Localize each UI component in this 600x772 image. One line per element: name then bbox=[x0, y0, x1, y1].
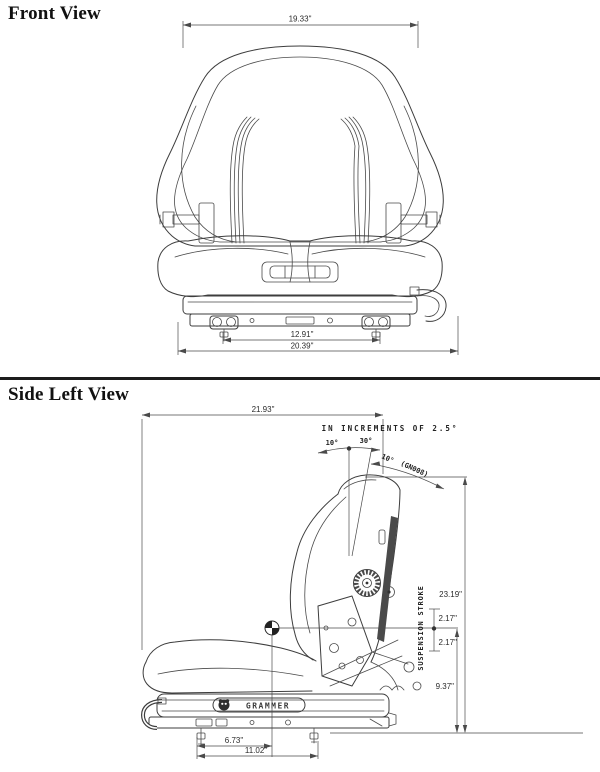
side-view-drawing: GRAMMER bbox=[143, 475, 421, 745]
angle-recline-forward: 30° bbox=[360, 437, 373, 445]
side-view-title: Side Left View bbox=[8, 384, 130, 405]
grammer-bear-icon bbox=[218, 699, 230, 711]
front-view-drawing bbox=[157, 46, 446, 341]
dim-stroke-up: 2.17" bbox=[439, 614, 458, 623]
backrest-top bbox=[338, 475, 400, 494]
left-armrest-mount bbox=[160, 203, 214, 243]
dim-stroke-down: 2.17" bbox=[439, 638, 458, 647]
dim-front-foot-offset: 6.73" bbox=[225, 736, 244, 745]
dim-backrest-width: 19.33" bbox=[289, 15, 312, 24]
cushion-seam-right bbox=[312, 248, 425, 257]
suspension-stroke-label: SUSPENSION STROKE bbox=[417, 585, 425, 670]
angle-tilt: 10° bbox=[380, 453, 395, 465]
dim-overall-depth: 21.93" bbox=[252, 405, 275, 414]
suspension-base-side: GRAMMER bbox=[149, 694, 396, 728]
backrest-outline bbox=[157, 46, 444, 246]
backrest-support-tubes bbox=[230, 117, 370, 243]
height-adjuster-rail bbox=[377, 516, 398, 642]
side-adjust-handle bbox=[410, 287, 446, 321]
grammer-brand-label: GRAMMER bbox=[246, 702, 290, 711]
cushion-seam-left bbox=[175, 248, 288, 257]
rear-mount-stud bbox=[310, 728, 318, 743]
front-mount-stud bbox=[197, 728, 205, 745]
front-view-title: Front View bbox=[8, 3, 101, 24]
angle-recline-back: 10° bbox=[326, 439, 339, 447]
dim-foot-spacing: 11.02" bbox=[245, 746, 267, 755]
dim-base-height: 9.37" bbox=[436, 682, 455, 691]
recliner-mechanism bbox=[318, 596, 421, 690]
cushion-latch-handle bbox=[262, 262, 338, 282]
front-view-dimensions: 19.33" 12.91" 20.39" bbox=[178, 15, 458, 356]
backrest-front-contour bbox=[290, 494, 338, 660]
suspension-assembly-front bbox=[183, 296, 417, 326]
dim-rail-width: 12.91" bbox=[291, 330, 314, 339]
section-divider bbox=[0, 377, 600, 380]
right-foot-roller bbox=[362, 316, 390, 341]
left-foot-roller bbox=[210, 316, 238, 341]
side-view-dimensions: 21.93" IN INCREMENTS OF 2.5° 10° 30° 10°… bbox=[142, 405, 583, 759]
recline-increments-note: IN INCREMENTS OF 2.5° bbox=[322, 424, 459, 433]
cushion-top-side bbox=[146, 640, 316, 662]
dim-overall-height: 23.19" bbox=[439, 590, 462, 599]
seat-index-point-icon bbox=[265, 621, 279, 635]
right-armrest-mount bbox=[386, 203, 440, 243]
backrest-inner-seam bbox=[175, 57, 426, 242]
left-bolster-seam bbox=[182, 106, 236, 242]
right-bolster-seam bbox=[364, 106, 418, 242]
suspension-handle bbox=[143, 698, 166, 728]
cushion-front-side bbox=[143, 662, 312, 693]
backrest-knob bbox=[354, 570, 395, 598]
dim-overall-width: 20.39" bbox=[291, 342, 314, 351]
